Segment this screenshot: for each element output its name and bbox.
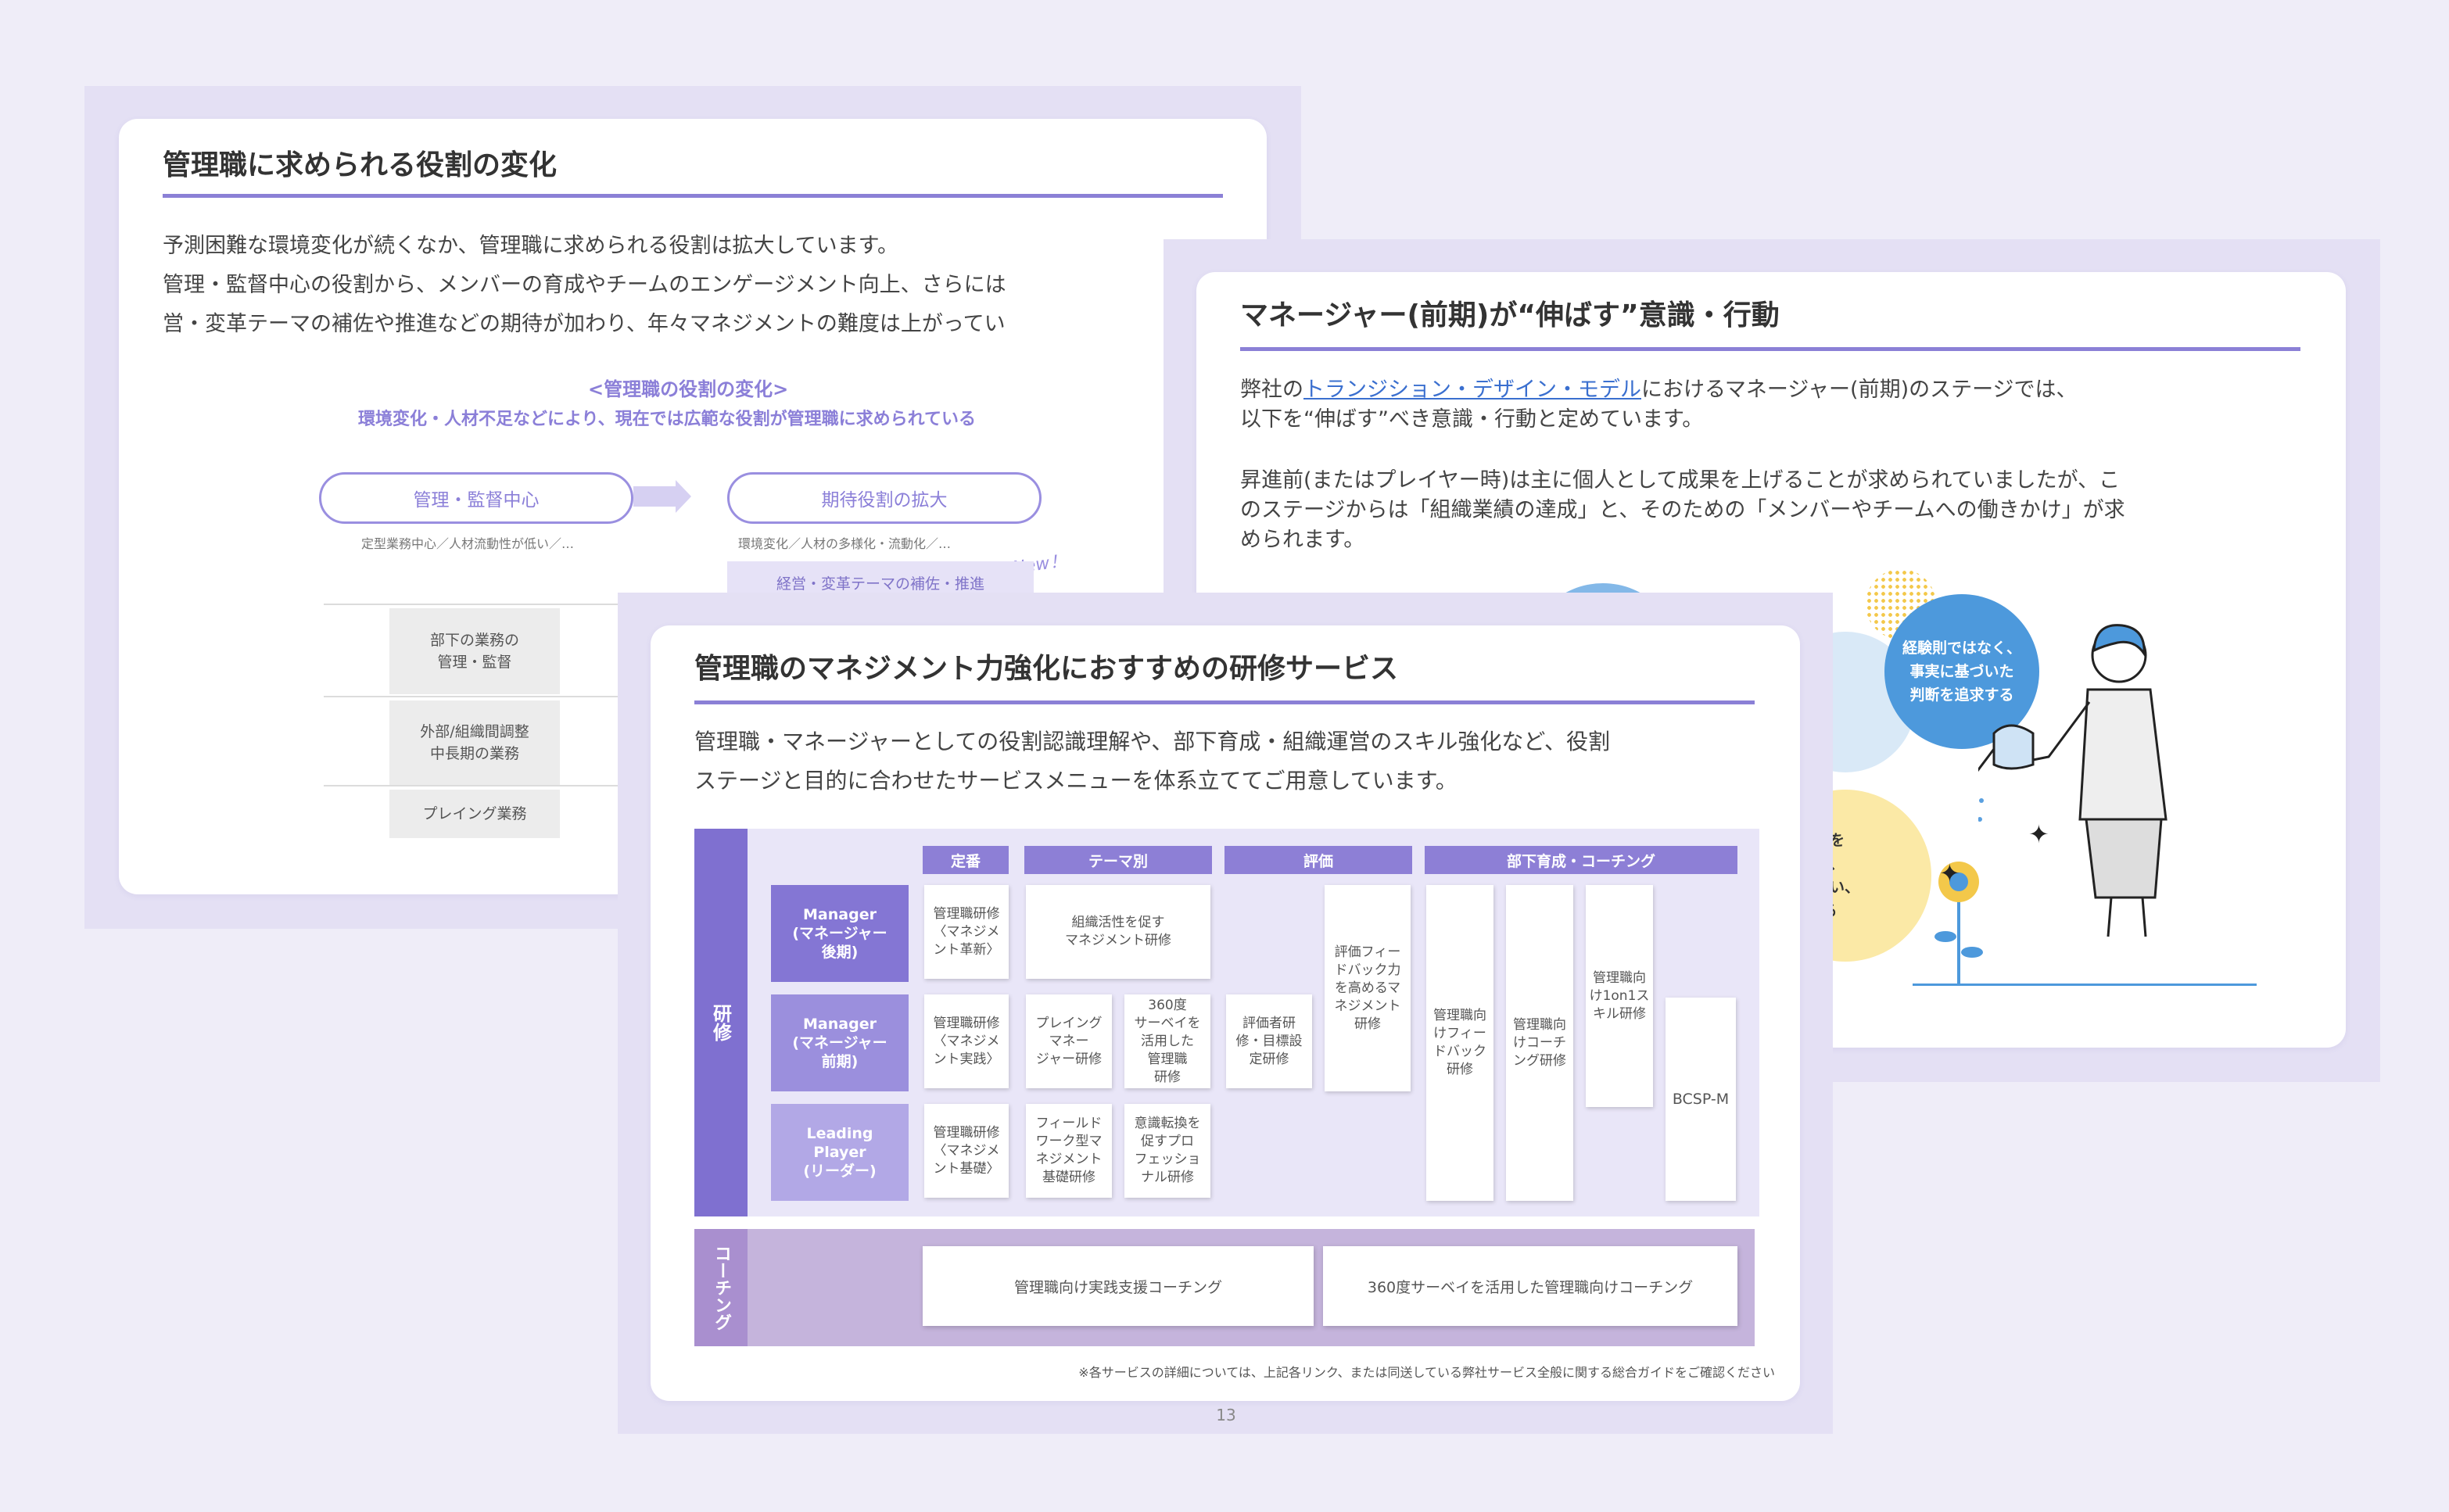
service-360-survey[interactable]: 360度 サーベイを 活用した 管理職 研修 [1124, 994, 1210, 1088]
service-feedback-dev[interactable]: 管理職向 けフィー ドバック 研修 [1426, 885, 1493, 1201]
footnote: ※各サービスの詳細については、上記各リンク、または同送している弊社サービス全般に… [1078, 1365, 1775, 1380]
header-development-coaching: 部下育成・コーチング [1425, 846, 1737, 874]
right-caption: 環境変化／人材の多様化・流動化／… [738, 536, 952, 551]
side-label-text: 研修 [709, 1004, 732, 1041]
paragraph-line: 営・変革テーマの補佐や推進などの期待が加わり、年々マネジメントの難度は上がってい [163, 312, 1006, 336]
text: におけるマネージャー(前期)のステージでは、 [1641, 378, 2078, 402]
paragraph-line: 予測困難な環境変化が続くなか、管理職に求められる役割は拡大しています。 [163, 234, 898, 258]
side-label-coaching: コーチング [694, 1229, 748, 1346]
coaching-practice-support[interactable]: 管理職向け実践支援コーチング [923, 1246, 1314, 1326]
sparkle-icon: ✦ [1939, 858, 1960, 888]
pill-management-supervision: 管理・監督中心 [319, 472, 633, 524]
skirt [2085, 818, 2163, 899]
service-1on1[interactable]: 管理職向 け1on1ス キル研修 [1586, 885, 1653, 1107]
row-label-leading-player: Leading Player (リーダー) [771, 1104, 909, 1201]
row-label-manager-late: Manager (マネージャー 後期) [771, 885, 909, 982]
spout [1978, 748, 1995, 772]
ground-line [1913, 984, 2257, 986]
transition-design-model-link[interactable]: トランジション・デザイン・モデル [1303, 378, 1641, 402]
pill-expanded-role: 期待役割の拡大 [727, 472, 1042, 524]
service-playing-manager[interactable]: プレイング マネー ジャー研修 [1026, 994, 1112, 1088]
slide-title: マネージャー(前期)が“伸ばす”意識・行動 [1240, 299, 1780, 331]
jacket [2078, 688, 2168, 821]
service-feedback-eval[interactable]: 評価フィー ドバック力 を高めるマ ネジメント 研修 [1325, 885, 1411, 1091]
arm [2024, 701, 2091, 763]
service-evaluator[interactable]: 評価者研 修・目標設 定研修 [1226, 994, 1312, 1088]
bubble-fact-based: 経験則ではなく、 事実に基づいた 判断を追求する [1884, 594, 2039, 749]
diagram-title: <管理職の役割の変化> [588, 378, 789, 400]
service-fieldwork[interactable]: フィールド ワーク型マ ネジメント 基礎研修 [1026, 1104, 1112, 1198]
woman-watering-illustration [1978, 624, 2168, 937]
left-caption: 定型業務中心／人材流動性が低い／… [361, 536, 575, 551]
header-standard: 定番 [923, 846, 1009, 874]
paragraph-line: 以下を“伸ばす”べき意識・行動と定めています。 [1240, 407, 1704, 432]
text: 弊社の [1240, 378, 1303, 402]
service-bcsp-m[interactable]: BCSP-M [1666, 998, 1736, 1201]
slide-card-roles: 管理職に求められる役割の変化 予測困難な環境変化が続くなか、管理職に求められる役… [119, 119, 1267, 894]
sunflower-illustration [1934, 862, 1983, 984]
coaching-360-survey[interactable]: 360度サーベイを活用した管理職向けコーチング [1323, 1246, 1737, 1326]
row-label-manager-early: Manager (マネージャー 前期) [771, 994, 909, 1091]
paragraph-line: 管理職・マネージャーとしての役割認識理解や、部下育成・組織運営のスキル強化など、… [694, 729, 1610, 754]
arrow-shape [633, 486, 676, 507]
paragraph-line: 弊社のトランジション・デザイン・モデルにおけるマネージャー(前期)のステージでは… [1240, 375, 2078, 405]
paragraph-1: 弊社のトランジション・デザイン・モデルにおけるマネージャー(前期)のステージでは… [1240, 375, 2078, 435]
service-coaching-dev[interactable]: 管理職向 けコーチ ング研修 [1506, 885, 1573, 1201]
header-evaluation: 評価 [1224, 846, 1412, 874]
paragraph-line: められます。 [1240, 528, 1365, 552]
leg [2107, 897, 2147, 937]
service-mgmt-basics[interactable]: 管理職研修 〈マネジメ ント基礎〉 [924, 1104, 1009, 1198]
slide-title: 管理職に求められる役割の変化 [163, 149, 558, 181]
paragraph-line: のステージからは「組織業績の達成」と、そのための「メンバーやチームへの働きかけ」… [1240, 498, 2125, 522]
role-row-coordination: 外部/組織間調整 中長期の業務 [389, 700, 560, 785]
paragraph-line: 管理・監督中心の役割から、メンバーの育成やチームのエンゲージメント向上、さらには [163, 273, 1006, 297]
service-mgmt-practice[interactable]: 管理職研修 〈マネジメ ント実践〉 [924, 994, 1009, 1088]
role-row-supervision: 部下の業務の 管理・監督 [389, 608, 560, 694]
watering-can [1992, 724, 2035, 770]
intro-paragraph: 管理職・マネージャーとしての役割認識理解や、部下育成・組織運営のスキル強化など、… [694, 722, 1610, 801]
diagram-subtitle: 環境変化・人材不足などにより、現在では広範な役割が管理職に求められている [358, 410, 977, 429]
intro-paragraph: 予測困難な環境変化が続くなか、管理職に求められる役割は拡大しています。 管理・監… [163, 227, 1006, 344]
slide-title: 管理職のマネジメント力強化におすすめの研修サービス [694, 653, 1399, 685]
title-underline [694, 700, 1755, 704]
paragraph-line: ステージと目的に合わせたサービスメニューを体系立ててご用意しています。 [694, 768, 1458, 794]
title-underline [163, 194, 1223, 198]
service-org-activation[interactable]: 組織活性を促す マネジメント研修 [1026, 885, 1210, 979]
service-mindset-shift[interactable]: 意識転換を 促すプロ フェッショ ナル研修 [1124, 1104, 1210, 1198]
service-mgmt-innovation[interactable]: 管理職研修 〈マネジメ ント革新〉 [924, 885, 1009, 979]
paragraph-2: 昇進前(またはプレイヤー時)は主に個人として成果を上げることが求められていました… [1240, 466, 2125, 555]
arrow-head [676, 480, 691, 513]
side-label-text: コーチング [712, 1245, 731, 1331]
paragraph-line: 昇進前(またはプレイヤー時)は主に個人として成果を上げることが求められていました… [1240, 468, 2121, 493]
header-theme: テーマ別 [1024, 846, 1212, 874]
hair [2092, 624, 2146, 657]
role-row-playing: プレイング業務 [389, 790, 560, 838]
sparkle-icon: ✦ [2028, 819, 2049, 849]
side-label-training: 研修 [694, 829, 748, 1216]
title-underline [1240, 347, 2300, 351]
slide-card-services: 管理職のマネジメント力強化におすすめの研修サービス 管理職・マネージャーとしての… [651, 625, 1800, 1401]
page-number: 13 [1216, 1406, 1236, 1424]
